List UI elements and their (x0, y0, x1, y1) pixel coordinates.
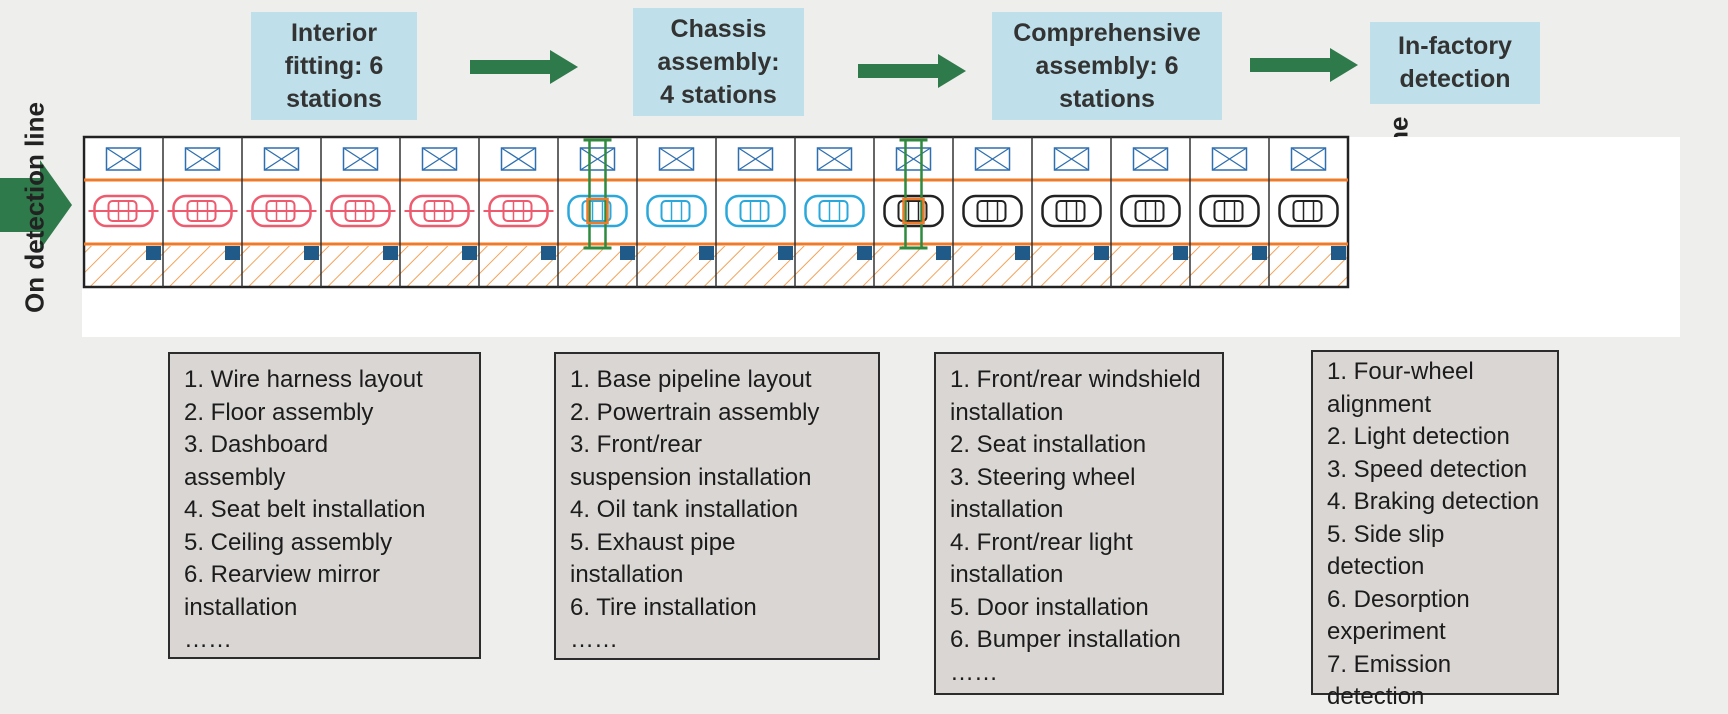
crate-cross (817, 147, 852, 171)
task-item: 1. Four-wheel (1327, 358, 1474, 385)
task-list-chassis-assembly: 1. Base pipeline layout 2. Powertrain ass… (554, 352, 880, 660)
crate-cross (975, 147, 1010, 171)
task-item: 6. Rearview mirror (184, 561, 381, 588)
task-item: 3. Steering wheel (950, 463, 1136, 491)
task-item: 3. Speed detection (1327, 455, 1528, 483)
flow-arrow-icon (1250, 48, 1358, 82)
vehicle-cabin (1134, 200, 1165, 222)
stage-title: Chassis assembly: 4 stations (657, 14, 780, 109)
task-item: 3. Front/rear (570, 431, 703, 458)
task-item: 6. Bumper installation (950, 626, 1181, 653)
task-item: 2. Powertrain assembly (570, 398, 820, 426)
task-item: assembly (184, 463, 286, 491)
task-item: 2. Light detection (1327, 423, 1510, 450)
station-marker (857, 246, 872, 260)
task-list-in-factory-detection: 1. Four-wheel alignment 2. Light detection… (1311, 350, 1559, 710)
vehicle-cabin (1055, 200, 1086, 222)
station-marker (146, 246, 161, 260)
station-marker (225, 246, 240, 260)
crate-cross (501, 147, 536, 171)
task-item: 1. Wire harness layout (184, 366, 423, 393)
vehicle-cabin (739, 200, 770, 222)
crate-cross (264, 147, 299, 171)
crate-cross (1054, 147, 1089, 171)
crate-cross (422, 147, 457, 171)
task-item: 4. Braking detection (1327, 488, 1540, 515)
vehicle-cabin (818, 200, 849, 222)
crate-cross (1291, 147, 1326, 171)
crate-cross (1212, 147, 1247, 171)
task-list-interior-fitting: 1. Wire harness layout 2. Floor assembly 3… (168, 352, 481, 659)
task-item: installation (570, 561, 684, 588)
station-marker (1331, 246, 1346, 260)
task-item: experiment (1327, 618, 1446, 645)
task-item: 6. Desorption (1327, 585, 1470, 613)
station-marker (1094, 246, 1109, 260)
task-item: suspension installation (570, 463, 812, 491)
entry-arrow-icon (0, 160, 72, 250)
task-list-comprehensive-assembly: 1. Front/rear windshield installation 2. S… (934, 352, 1224, 695)
task-item: 4. Oil tank installation (570, 496, 799, 523)
flow-arrow-icon (858, 54, 966, 88)
task-item: detection (1327, 683, 1425, 710)
station-marker (304, 246, 319, 260)
crate-cross (1133, 147, 1168, 171)
vehicle-cabin (660, 200, 691, 222)
vehicle-cabin (1213, 200, 1244, 222)
task-item: …… (184, 626, 232, 653)
task-item: alignment (1327, 390, 1432, 418)
task-item: 2. Floor assembly (184, 398, 374, 426)
stage-title: Interior fitting: 6 stations (284, 18, 384, 113)
task-item: 1. Front/rear windshield (950, 366, 1201, 393)
task-item: installation (950, 496, 1064, 523)
assembly-line-diagram (82, 135, 1350, 289)
stage-title: Comprehensive assembly: 6 stations (1013, 18, 1201, 113)
stage-title: In-factory detection (1398, 32, 1512, 93)
vehicle-cabin (976, 200, 1007, 222)
station-marker (462, 246, 477, 260)
crate-cross (896, 147, 931, 171)
task-item: 5. Exhaust pipe (570, 528, 736, 556)
crate-cross (343, 147, 378, 171)
gantry-clamp (586, 197, 609, 225)
task-item: 6. Tire installation (570, 593, 757, 621)
task-item: 4. Front/rear light (950, 528, 1133, 556)
task-item: 1. Base pipeline layout (570, 366, 812, 393)
vehicle-cabin (581, 200, 612, 222)
crate-cross (580, 147, 615, 171)
vehicle-cabin (897, 200, 928, 222)
flow-arrow-icon (470, 50, 578, 84)
stage-chassis-assembly: Chassis assembly: 4 stations (633, 8, 804, 116)
task-item: 5. Side slip detection (1327, 520, 1445, 581)
crate-cross (659, 147, 694, 171)
task-item: installation (950, 561, 1064, 588)
stage-in-factory-detection: In-factory detection (1370, 22, 1540, 104)
station-marker (1252, 246, 1267, 260)
station-marker (620, 246, 635, 260)
task-item: installation (950, 398, 1064, 426)
task-item: …… (950, 658, 998, 686)
station-marker (541, 246, 556, 260)
crate-cross (185, 147, 220, 171)
station-marker (778, 246, 793, 260)
task-item: 2. Seat installation (950, 431, 1147, 458)
station-marker (1173, 246, 1188, 260)
station-marker (383, 246, 398, 260)
stage-comprehensive-assembly: Comprehensive assembly: 6 stations (992, 12, 1222, 120)
gantry-clamp (902, 197, 925, 225)
task-item: installation (184, 593, 298, 621)
task-item: 4. Seat belt installation (184, 496, 426, 523)
task-item: 3. Dashboard (184, 431, 329, 458)
station-marker (699, 246, 714, 260)
stage-interior-fitting: Interior fitting: 6 stations (251, 12, 417, 120)
vehicle-cabin (1292, 200, 1323, 222)
crate-cross (738, 147, 773, 171)
task-item: …… (570, 626, 618, 653)
station-marker (936, 246, 951, 260)
task-item: 5. Door installation (950, 593, 1149, 621)
station-marker (1015, 246, 1030, 260)
task-item: 5. Ceiling assembly (184, 528, 393, 556)
task-item: 7. Emission (1327, 650, 1452, 678)
crate-cross (106, 147, 141, 171)
